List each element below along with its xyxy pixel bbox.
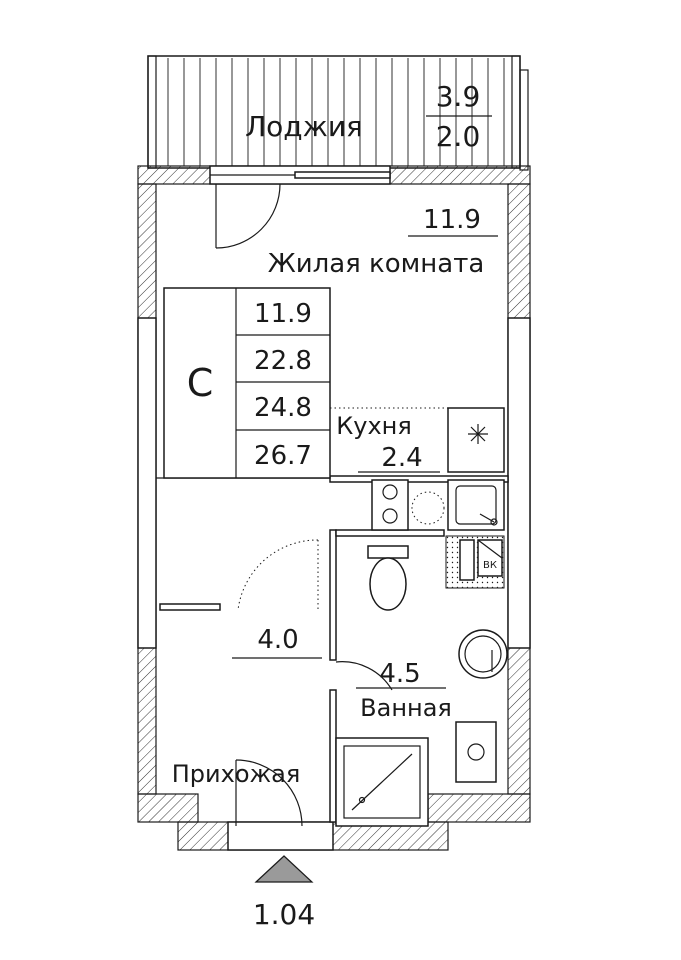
kitchen-sink <box>447 479 505 531</box>
loggia-area <box>147 55 529 171</box>
entrance-door-opening <box>227 821 334 851</box>
stove <box>371 479 409 531</box>
toilet-icon <box>369 557 407 611</box>
washbasin-icon <box>458 629 508 679</box>
loggia-area-top: 3.9 <box>436 80 481 113</box>
kitchen-label: Кухня <box>336 412 412 440</box>
bathroom-fixtures: ВК <box>335 535 508 827</box>
hall-label: Прихожая <box>172 760 301 788</box>
summary-table: С 11.9 22.8 24.8 26.7 <box>163 287 331 479</box>
bath-area: 4.5 <box>379 659 420 689</box>
loggia-railing-slats <box>167 58 505 166</box>
summary-value: 24.8 <box>254 393 312 423</box>
summary-value: 26.7 <box>254 441 312 471</box>
loggia-label: Лоджия <box>245 110 363 143</box>
boiler-icon <box>477 539 503 577</box>
interior-walls <box>156 407 509 823</box>
bath-label: Ванная <box>360 694 452 722</box>
summary-value: 22.8 <box>254 346 312 376</box>
shower-tray <box>335 737 429 827</box>
stove-burner-icon <box>382 484 398 500</box>
washing-machine-icon <box>455 721 497 783</box>
kitchen-fixtures <box>371 407 505 531</box>
entrance-code: 1.04 <box>253 898 315 931</box>
summary-value: 11.9 <box>254 299 312 329</box>
living-area: 11.9 <box>423 205 481 235</box>
balcony-door-swing <box>215 183 281 249</box>
kitchen-area: 2.4 <box>381 443 422 473</box>
fridge <box>447 407 505 473</box>
toilet-tank <box>367 545 409 559</box>
living-room-label: Жилая комната <box>268 249 485 279</box>
entrance-arrow-icon <box>254 855 314 883</box>
doors <box>215 183 393 827</box>
bath-door-swing <box>335 661 393 691</box>
dishwasher-icon <box>411 491 445 525</box>
boiler-label: ВК <box>483 560 497 571</box>
apartment-type-letter: С <box>187 361 214 405</box>
entrance-door-swing <box>235 759 303 827</box>
loggia-area-bottom: 2.0 <box>436 120 481 153</box>
exterior-walls <box>137 165 531 851</box>
hall-area: 4.0 <box>257 625 298 655</box>
stove-burner-icon <box>382 508 398 524</box>
hall-door-swing <box>237 539 319 611</box>
ventilation-icon <box>468 424 488 444</box>
